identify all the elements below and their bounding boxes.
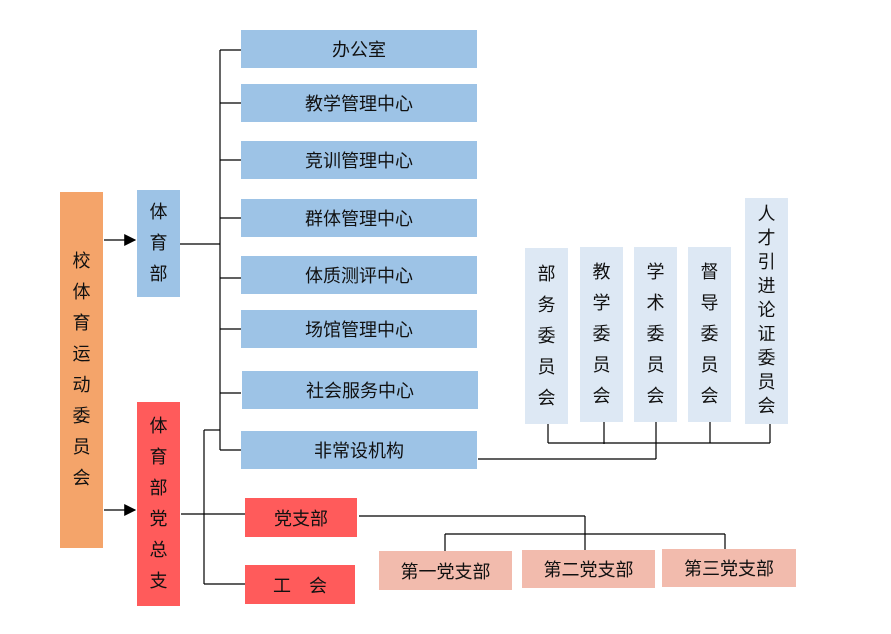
non-standing-body: 非常设机构 [241,431,477,469]
center-venue: 场馆管理中心 [241,310,477,348]
branch-2: 第二党支部 [522,550,655,588]
party-branch: 党支部 [245,498,357,537]
committee-talent: 人才引进论证委员会 [745,198,788,424]
center-social-service: 社会服务中心 [242,371,478,409]
center-teaching: 教学管理中心 [241,84,477,122]
branch-3: 第三党支部 [662,549,796,587]
center-mass-sports: 群体管理中心 [241,199,477,237]
root-committee: 校体育运动委员会 [60,192,103,548]
committee-affairs: 部务委员会 [525,248,568,424]
labor-union: 工 会 [245,565,355,604]
center-fitness-test: 体质测评中心 [241,256,477,294]
sports-dept: 体育部 [137,190,180,297]
center-office: 办公室 [241,30,477,68]
center-training: 竞训管理中心 [241,141,477,179]
party-general-branch: 体育部党总支 [137,402,180,606]
branch-1: 第一党支部 [379,551,512,590]
committee-academic: 学术委员会 [634,247,677,422]
committee-teaching: 教学委员会 [580,247,623,422]
committee-supervision: 督导委员会 [688,247,731,422]
